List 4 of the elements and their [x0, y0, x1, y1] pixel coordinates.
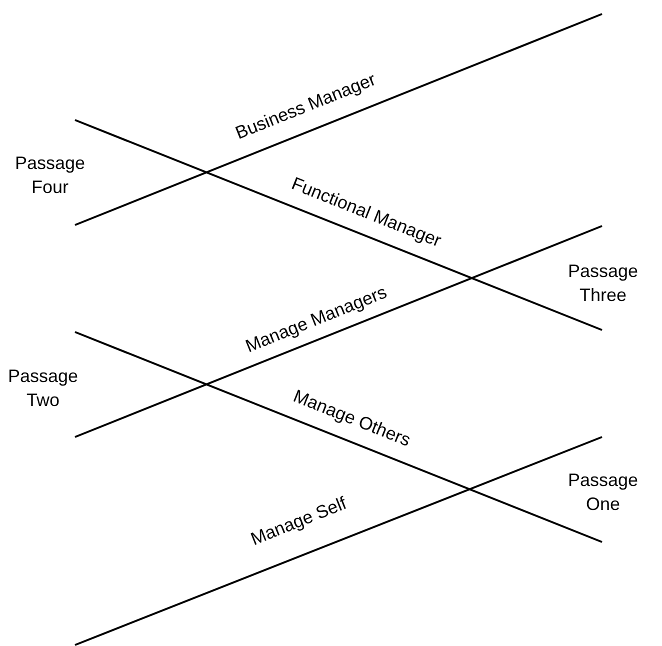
- stage-label: Passage One: [566, 469, 640, 516]
- stage-label: Passage Three: [566, 260, 640, 307]
- stage-label: Passage Four: [14, 152, 86, 199]
- stage-label: Passage Two: [6, 365, 80, 412]
